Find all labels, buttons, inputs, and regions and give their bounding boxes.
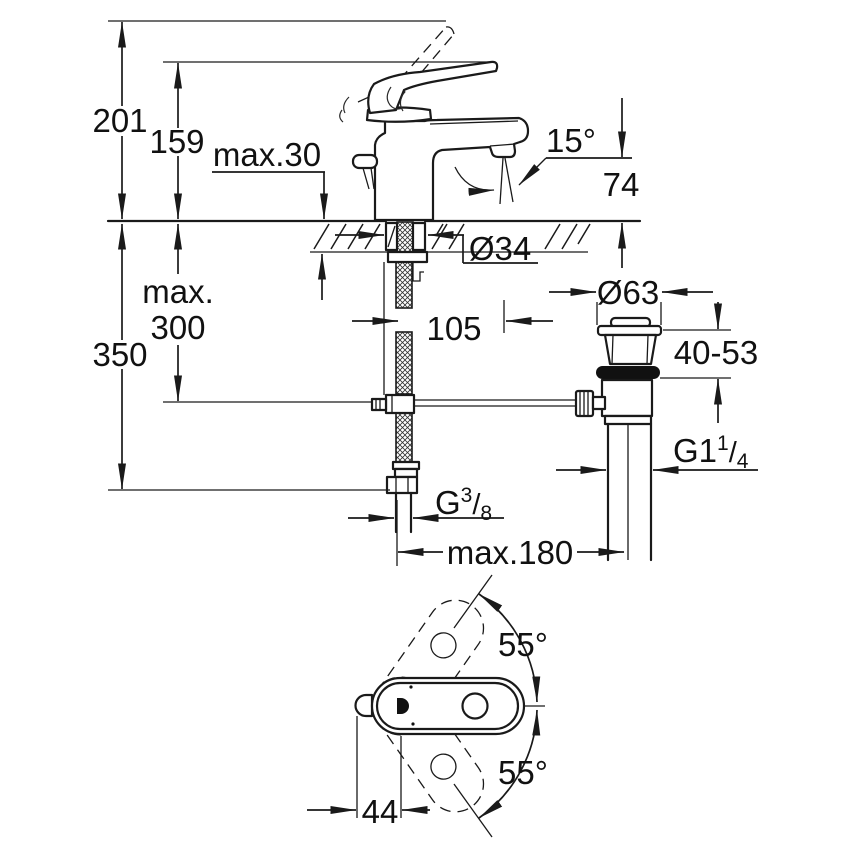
mounting-nut — [386, 250, 429, 264]
lever-handle — [367, 60, 499, 115]
dim-44: 44 — [362, 793, 399, 830]
drain-flange — [596, 324, 663, 337]
dim-40-53: 40-53 — [674, 334, 758, 371]
under-deck-assembly — [370, 221, 576, 534]
aerator-top-line — [489, 143, 516, 147]
handle-ghost-down — [371, 676, 485, 813]
pop-up-tee-fitting — [370, 393, 416, 415]
drain-seal-ring — [596, 366, 660, 379]
pop-up-rod-knob — [351, 153, 379, 190]
plan-indicator-dot — [397, 698, 409, 714]
plan-rod-tab — [354, 693, 374, 718]
dim-g1-quarter: G11/4 — [673, 432, 749, 473]
flex-hose-1 — [395, 261, 413, 309]
drain-rod-knob — [574, 389, 607, 418]
dim-g-three-eighths: G3/8 — [435, 484, 492, 525]
plan-handle-end — [461, 692, 489, 720]
drain-neck — [603, 333, 658, 366]
faucet-front — [339, 26, 530, 222]
dim-max30: max.30 — [213, 136, 321, 173]
guide-tube — [411, 221, 427, 252]
spout-inner-line — [429, 120, 519, 125]
dim-201: 201 — [92, 102, 147, 139]
dim-max180: max.180 — [447, 534, 574, 571]
dim-74: 74 — [603, 166, 640, 203]
plan-view: 55° 55° 44 — [307, 574, 548, 838]
dim-15deg: 15° — [546, 122, 596, 159]
dim-55-bottom: 55° — [498, 754, 548, 791]
dim-159: 159 — [149, 123, 204, 160]
faucet-body — [373, 116, 530, 222]
drain-body — [600, 378, 654, 418]
mounting-bracket — [412, 262, 424, 282]
dimensions-plan: 55° 55° 44 — [307, 574, 548, 838]
dim-dia34: Ø34 — [469, 230, 531, 267]
dim-105: 105 — [426, 310, 481, 347]
flex-hose-2 — [395, 331, 413, 395]
countertop — [106, 219, 642, 253]
flex-hose-3 — [395, 412, 413, 463]
deck-hatching — [313, 223, 591, 250]
front-view: 201 159 max.30 350 max. 300 15° — [92, 20, 758, 571]
sketch-shading — [339, 86, 406, 123]
dimensions-front: 201 159 max.30 350 max. 300 15° — [92, 21, 758, 571]
hose-nut — [385, 475, 419, 495]
drain-collar — [603, 414, 653, 426]
spout-angle-detail — [454, 157, 547, 205]
dim-55-top: 55° — [498, 626, 548, 663]
drain-assembly — [574, 316, 663, 562]
handle-ghost-up — [371, 599, 485, 736]
faucet-plan — [354, 676, 526, 736]
dim-dia63: Ø63 — [597, 274, 659, 311]
hose-collar — [393, 467, 419, 479]
dim-300: 300 — [150, 309, 205, 346]
dim-350: 350 — [92, 336, 147, 373]
dim-max-word: max. — [142, 273, 214, 310]
